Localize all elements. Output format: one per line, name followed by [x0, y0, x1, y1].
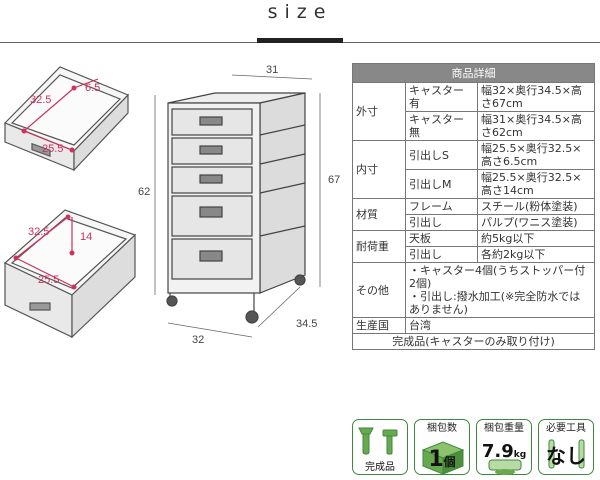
- dim-drawer-m-width: 25.5: [38, 274, 59, 286]
- badge-tools-required-value: なし: [546, 444, 586, 468]
- spec-load-drawer-value: 各約2kg以下: [477, 246, 595, 263]
- title-accent-bar: [257, 38, 343, 43]
- badge-row: 完成品 梱包数 1個 梱包重量 7.9kg 必要工具 なし: [352, 419, 596, 477]
- spec-inner-s: 引出しS: [405, 140, 478, 170]
- spec-outer-label: 外寸: [352, 82, 406, 141]
- spec-outer-caster-yes-value: 幅32×奥行34.5×高さ67cm: [477, 82, 595, 112]
- package-weight-unit: kg: [513, 450, 527, 460]
- spec-outer-caster-no-value: 幅31×奥行34.5×高さ62cm: [477, 111, 595, 141]
- spec-outer-caster-no: キャスター無: [405, 111, 478, 141]
- badge-package-weight-label: 梱包重量: [484, 423, 524, 434]
- spec-table: 商品詳細 外寸 キャスター有 幅32×奥行34.5×高さ67cm キャスター無 …: [352, 63, 595, 350]
- spec-footer: 完成品(キャスターのみ取り付け): [352, 333, 595, 350]
- badge-package-count-value: 1個: [415, 447, 469, 472]
- badge-assembled: 完成品: [352, 419, 408, 475]
- drawer-m-drawing: [3, 209, 137, 339]
- cabinet-dimension-lines: [154, 74, 321, 338]
- spec-origin-label: 生産国: [352, 317, 406, 334]
- spec-load-drawer: 引出し: [405, 246, 478, 263]
- spec-load-top: 天板: [405, 230, 478, 247]
- badge-tools-required: 必要工具 なし: [538, 419, 594, 475]
- dim-drawer-s-depth: 32.5: [30, 94, 51, 106]
- spec-material-frame-value: スチール(粉体塗装): [477, 198, 595, 215]
- badge-package-count: 梱包数 1個: [414, 419, 470, 475]
- dim-drawer-m-depth: 32.5: [28, 226, 49, 238]
- spec-load-top-value: 約5kg以下: [477, 230, 595, 247]
- spec-table-header: 商品詳細: [352, 63, 595, 83]
- package-count-unit: 個: [443, 455, 456, 469]
- badge-assembled-label: 完成品: [365, 462, 395, 473]
- tools-icon: [358, 427, 398, 455]
- dim-drawer-s-height: 6.5: [85, 82, 100, 94]
- spec-material-drawer: 引出し: [405, 214, 478, 231]
- badge-package-count-label: 梱包数: [427, 423, 457, 434]
- product-illustration: 32.5 6.5 25.5 32.5 14 25.5: [3, 64, 340, 346]
- spec-inner-s-value: 幅25.5×奥行32.5×高さ6.5cm: [477, 140, 595, 170]
- spec-load-label: 耐荷重: [352, 230, 406, 263]
- wrench-screwdriver-icon: [548, 439, 585, 469]
- dim-drawer-m-height: 14: [80, 231, 92, 243]
- spec-other-line-2: ・引出し:撥水加工(※完全防水ではありません): [409, 290, 581, 316]
- cabinet-drawing: [166, 92, 306, 324]
- spec-inner-m: 引出しM: [405, 169, 478, 199]
- spec-inner-m-value: 幅25.5×奥行32.5×高さ14cm: [477, 169, 595, 199]
- package-count-number: 1: [428, 447, 444, 472]
- spec-other-label: その他: [352, 262, 406, 318]
- dim-cabinet-total-height: 67: [328, 174, 340, 186]
- spec-other-value: ・キャスター4個(うちストッパー付2個) ・引出し:撥水加工(※完全防水ではあり…: [405, 262, 595, 318]
- spec-other-line-1: ・キャスター4個(うちストッパー付2個): [409, 264, 586, 290]
- box-icon: [421, 441, 465, 475]
- badge-package-weight: 梱包重量 7.9kg: [476, 419, 532, 475]
- page-title: size: [267, 1, 333, 23]
- spec-outer-caster-yes: キャスター有: [405, 82, 478, 112]
- badge-tools-required-label: 必要工具: [546, 423, 586, 434]
- dim-cabinet-body-height: 62: [138, 186, 150, 198]
- dim-cabinet-bottom-width: 32: [192, 334, 204, 346]
- spec-material-frame: フレーム: [405, 198, 478, 215]
- spec-inner-label: 内寸: [352, 140, 406, 199]
- spec-origin-value: 台湾: [405, 317, 595, 334]
- dim-drawer-s-width: 25.5: [42, 143, 63, 155]
- dim-cabinet-bottom-depth: 34.5: [296, 318, 317, 330]
- scale-icon: [488, 459, 522, 475]
- package-weight-number: 7.9: [481, 441, 514, 462]
- badge-package-weight-value: 7.9kg: [477, 441, 531, 462]
- dim-cabinet-top-width: 31: [266, 64, 278, 76]
- drawer-s-drawing: [3, 66, 130, 172]
- spec-material-drawer-value: パルプ(ワニス塗装): [477, 214, 595, 231]
- spec-material-label: 材質: [352, 198, 406, 231]
